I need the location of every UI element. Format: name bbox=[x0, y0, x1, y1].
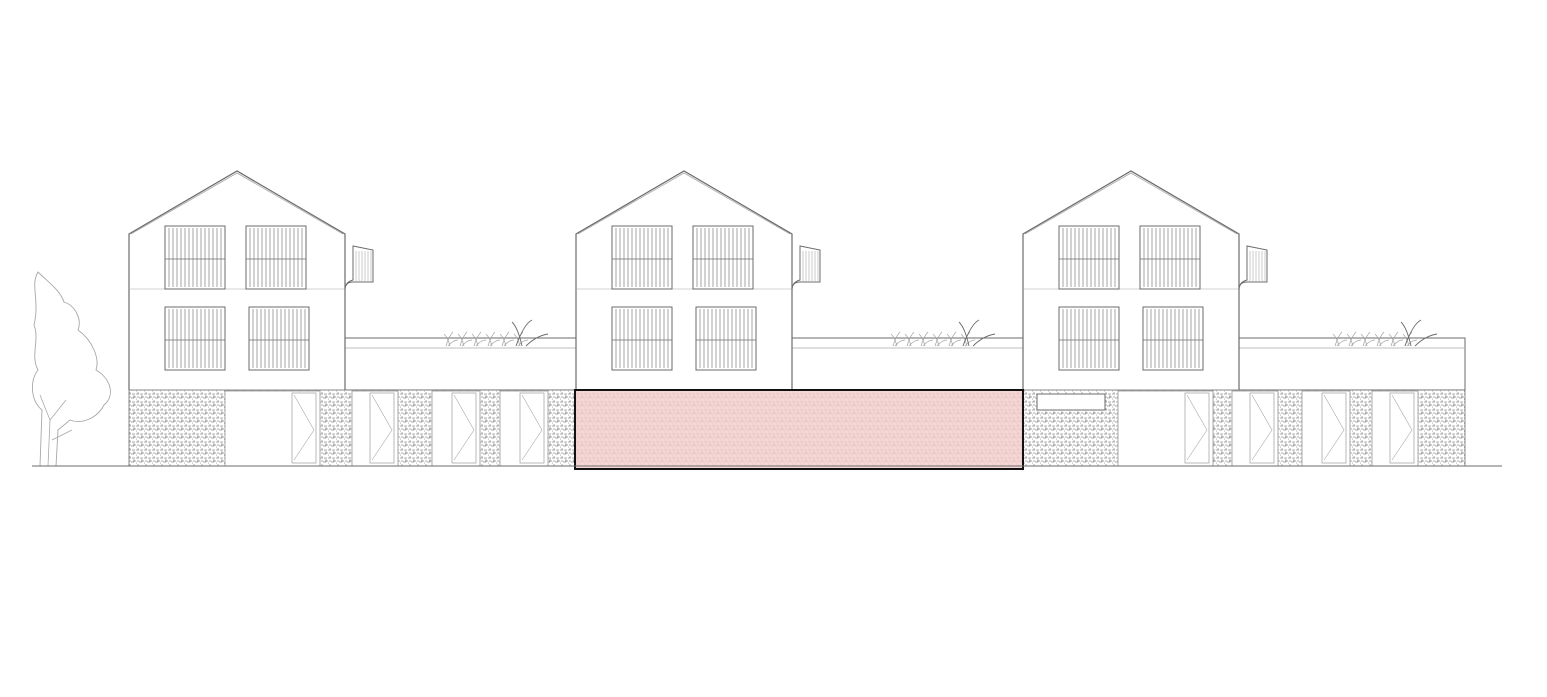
connector-wall bbox=[1238, 337, 1466, 391]
door-leaf bbox=[1389, 392, 1415, 464]
roof-plant-large bbox=[511, 319, 549, 347]
roof-plant-large bbox=[1400, 319, 1438, 347]
roof-plant bbox=[890, 331, 906, 347]
house-1 bbox=[128, 170, 374, 390]
connector-wall bbox=[344, 337, 577, 391]
door-leaf bbox=[1321, 392, 1347, 464]
house-gable bbox=[128, 170, 346, 390]
roof-plant bbox=[457, 331, 473, 347]
door-swing bbox=[521, 394, 543, 461]
window bbox=[164, 225, 226, 290]
glazed-door bbox=[1301, 390, 1351, 467]
window bbox=[695, 306, 757, 371]
glazed-door bbox=[1231, 390, 1279, 467]
door-frame bbox=[1117, 390, 1214, 467]
window-frame bbox=[1139, 225, 1201, 290]
tree-outline bbox=[32, 271, 111, 467]
window-frame bbox=[245, 225, 307, 290]
window bbox=[245, 225, 307, 290]
houses-layer bbox=[128, 170, 1268, 390]
roof-plant bbox=[471, 331, 487, 347]
window-frame bbox=[164, 225, 226, 290]
door-leaf bbox=[291, 392, 317, 464]
window-frame bbox=[611, 306, 673, 371]
roof-edge bbox=[130, 172, 344, 235]
glazed-door bbox=[431, 390, 481, 467]
roof-edge bbox=[1024, 172, 1238, 235]
glazed-door bbox=[1117, 390, 1214, 467]
roof-plant bbox=[1388, 331, 1404, 347]
window-frame bbox=[1058, 225, 1120, 290]
window bbox=[1058, 306, 1120, 371]
glazed-door bbox=[351, 390, 399, 467]
connector-block bbox=[344, 319, 577, 391]
door-frame bbox=[1231, 390, 1279, 467]
door-frame bbox=[1301, 390, 1351, 467]
roof-plant bbox=[932, 331, 948, 347]
door-leaf bbox=[519, 392, 545, 464]
door-swing bbox=[371, 394, 393, 461]
door-swing bbox=[1186, 394, 1208, 461]
door-swing bbox=[453, 394, 475, 461]
door-frame bbox=[1371, 390, 1419, 467]
door-leaf bbox=[1184, 392, 1210, 464]
roof-plant bbox=[904, 331, 920, 347]
window-frame bbox=[695, 306, 757, 371]
roof-plant bbox=[1374, 331, 1390, 347]
connectors-layer bbox=[344, 319, 1466, 391]
window bbox=[1139, 225, 1201, 290]
window bbox=[164, 306, 226, 371]
roof-plant bbox=[485, 331, 501, 347]
roof-plant bbox=[918, 331, 934, 347]
connector-wall bbox=[791, 337, 1024, 391]
window bbox=[611, 306, 673, 371]
house-gable bbox=[1022, 170, 1240, 390]
window-frame bbox=[611, 225, 673, 290]
window bbox=[611, 225, 673, 290]
door-frame bbox=[431, 390, 481, 467]
roof-plant bbox=[1346, 331, 1362, 347]
roof-plant bbox=[1360, 331, 1376, 347]
door-leaf bbox=[451, 392, 477, 464]
roof-plant-large bbox=[958, 319, 996, 347]
house-gable bbox=[575, 170, 793, 390]
window bbox=[1058, 225, 1120, 290]
roof-plant bbox=[499, 331, 515, 347]
door-frame bbox=[224, 390, 321, 467]
small-window bbox=[1036, 393, 1106, 411]
door-swing bbox=[293, 394, 315, 461]
roof-plant bbox=[1332, 331, 1348, 347]
highlight-ground-floor-center bbox=[574, 389, 1024, 470]
window bbox=[692, 225, 754, 290]
door-leaf bbox=[1249, 392, 1275, 464]
tree-layer bbox=[32, 271, 111, 467]
window bbox=[1142, 306, 1204, 371]
window-frame bbox=[164, 306, 226, 371]
glazed-door bbox=[1371, 390, 1419, 467]
roof-edge bbox=[577, 172, 791, 235]
highlight-layer bbox=[574, 389, 1024, 470]
house-2 bbox=[575, 170, 821, 390]
door-swing bbox=[1391, 394, 1413, 461]
tree-branches bbox=[39, 394, 73, 467]
roof-plant bbox=[443, 331, 459, 347]
glazed-door bbox=[224, 390, 321, 467]
window-frame bbox=[1058, 306, 1120, 371]
door-swing bbox=[1251, 394, 1273, 461]
window bbox=[248, 306, 310, 371]
door-leaf bbox=[369, 392, 395, 464]
roof-plant bbox=[946, 331, 962, 347]
door-frame bbox=[351, 390, 399, 467]
glazed-door bbox=[499, 390, 549, 467]
house-3 bbox=[1022, 170, 1268, 390]
window-frame bbox=[692, 225, 754, 290]
door-swing bbox=[1323, 394, 1345, 461]
connector-block bbox=[1238, 319, 1466, 391]
window-frame bbox=[1142, 306, 1204, 371]
window-frame bbox=[248, 306, 310, 371]
connector-block bbox=[791, 319, 1024, 391]
